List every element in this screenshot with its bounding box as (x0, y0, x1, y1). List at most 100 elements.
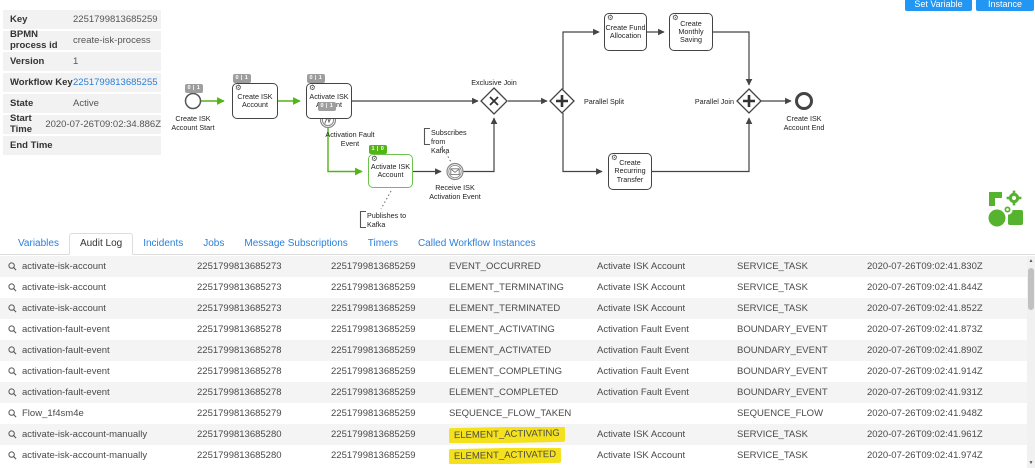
workflow-key-link[interactable]: 2251799813685255 (73, 76, 158, 88)
position-key-cell: 2251799813685278 (197, 366, 282, 377)
info-row: BPMN process id create-isk-process (3, 29, 161, 52)
element-type-cell: SERVICE_TASK (737, 303, 808, 314)
start-event-label: Create ISK Account Start (171, 114, 215, 132)
timestamp-cell: 2020-07-26T09:02:41.931Z (867, 387, 983, 398)
tab-timers[interactable]: Timers (367, 238, 398, 249)
event-type-cell: ELEMENT_ACTIVATING (449, 426, 565, 443)
info-value: 2020-07-26T09:02:34.886Z (45, 118, 161, 130)
message-icon (450, 168, 460, 176)
audit-log-row[interactable]: activate-isk-account 2251799813685273 22… (0, 298, 1027, 319)
task-create-recurring-transfer: ⚙ Create Recurring Transfer (608, 153, 652, 190)
audit-log-table: activate-isk-account 2251799813685273 22… (0, 256, 1027, 466)
element-name-cell: Activate ISK Account (597, 450, 686, 461)
element-name-cell: Activation Fault Event (597, 366, 689, 377)
service-task-icon: ⚙ (672, 13, 679, 22)
bpmn-diagram: 0 | 1 0 | 1 0 | 1 0 | 1 1 | 0 ⚙ Create I… (171, 13, 1023, 229)
audit-log-row[interactable]: activate-isk-account-manually 2251799813… (0, 424, 1027, 445)
info-label: Workflow Key (10, 76, 73, 88)
audit-log-row[interactable]: activation-fault-event 2251799813685278 … (0, 340, 1027, 361)
timestamp-cell: 2020-07-26T09:02:41.914Z (867, 366, 983, 377)
task-create-isk-account: ⚙ Create ISK Account (232, 83, 278, 119)
end-event-label: Create ISK Account End (783, 114, 825, 132)
tab-audit-log[interactable]: Audit Log (68, 233, 134, 255)
instance-info-table: Key 2251799813685259 BPMN process id cre… (3, 10, 161, 157)
timestamp-cell: 2020-07-26T09:02:41.852Z (867, 303, 983, 314)
audit-log-row[interactable]: activation-fault-event 2251799813685278 … (0, 361, 1027, 382)
timestamp-cell: 2020-07-26T09:02:41.948Z (867, 408, 983, 419)
tab-jobs[interactable]: Jobs (203, 238, 225, 249)
app-logo (988, 190, 1023, 227)
info-value: create-isk-process (73, 34, 151, 46)
tab-message-subscriptions[interactable]: Message Subscriptions (244, 238, 348, 249)
info-label: Version (10, 55, 45, 67)
exclusive-gateway-label: Exclusive Join (471, 78, 517, 87)
task-create-fund-allocation: ⚙ Create Fund Allocation (604, 13, 647, 51)
element-id-cell: Flow_1f4sm4e (22, 408, 84, 419)
instance-key-cell: 2251799813685259 (331, 387, 416, 398)
audit-log-row[interactable]: activation-fault-event 2251799813685278 … (0, 319, 1027, 340)
scrollbar-thumb[interactable] (1028, 268, 1034, 310)
parallel-gateway-plus-icons (556, 95, 755, 107)
info-row: End Time (3, 136, 161, 155)
token-badge-boundary: 0 | 1 (318, 102, 336, 111)
info-value: 1 (73, 55, 79, 67)
scroll-down-icon[interactable]: ▼ (1028, 460, 1034, 466)
position-key-cell: 2251799813685278 (197, 345, 282, 356)
audit-log-row[interactable]: Flow_1f4sm4e 2251799813685279 2251799813… (0, 403, 1027, 424)
annotation-subscribes: Subscribes from Kafka (431, 128, 467, 155)
element-type-cell: BOUNDARY_EVENT (737, 387, 828, 398)
tab-incidents[interactable]: Incidents (143, 238, 184, 249)
info-label: Start Time (10, 113, 33, 136)
event-type-cell: EVENT_OCCURRED (449, 261, 541, 272)
element-name-cell: Activate ISK Account (597, 303, 686, 314)
audit-log-row[interactable]: activate-isk-account-manually 2251799813… (0, 445, 1027, 466)
element-type-cell: SEQUENCE_FLOW (737, 408, 824, 419)
parallel-join-label: Parallel Join (694, 97, 734, 106)
taken-sequence-flows (201, 97, 363, 176)
detail-tabs: Variables Audit Log Incidents Jobs Message S… (0, 233, 1035, 255)
start-event (184, 92, 202, 110)
element-type-cell: SERVICE_TASK (737, 282, 808, 293)
element-name-cell: Activate ISK Account (597, 261, 686, 272)
timestamp-cell: 2020-07-26T09:02:41.844Z (867, 282, 983, 293)
element-id-cell: activation-fault-event (22, 345, 110, 356)
message-event-label: Receive ISK Activation Event (429, 183, 481, 201)
annotation-links (380, 145, 452, 210)
element-name-cell: Activation Fault Event (597, 387, 689, 398)
token-badge-activate: 0 | 1 (307, 74, 325, 83)
element-id-cell: activation-fault-event (22, 387, 110, 398)
table-scrollbar[interactable]: ▲ ▼ (1027, 256, 1035, 468)
scroll-up-icon[interactable]: ▲ (1028, 258, 1034, 264)
instance-key-cell: 2251799813685259 (331, 261, 416, 272)
search-icon (8, 409, 17, 418)
timestamp-cell: 2020-07-26T09:02:41.873Z (867, 324, 983, 335)
event-type-cell: ELEMENT_ACTIVATED (449, 447, 562, 464)
tab-variables[interactable]: Variables (18, 238, 59, 249)
search-icon (8, 304, 17, 313)
element-id-cell: activate-isk-account (22, 282, 106, 293)
tab-called-workflow-instances[interactable]: Called Workflow Instances (417, 238, 536, 249)
element-type-cell: SERVICE_TASK (737, 429, 808, 440)
service-task-icon: ⚙ (235, 83, 242, 92)
instance-key-cell: 2251799813685259 (331, 429, 416, 440)
token-badge-start: 0 | 1 (185, 84, 203, 93)
set-variable-button[interactable]: Set Variable (905, 0, 972, 11)
cancel-instance-button[interactable]: Cancel Instance (976, 0, 1034, 11)
timestamp-cell: 2020-07-26T09:02:41.830Z (867, 261, 983, 272)
event-type-cell: ELEMENT_COMPLETED (449, 387, 559, 398)
position-key-cell: 2251799813685273 (197, 282, 282, 293)
info-value: 2251799813685259 (73, 13, 158, 25)
audit-log-row[interactable]: activation-fault-event 2251799813685278 … (0, 382, 1027, 403)
element-id-cell: activate-isk-account (22, 303, 106, 314)
message-catch-event (446, 162, 464, 181)
info-label: BPMN process id (10, 29, 58, 52)
audit-log-row[interactable]: activate-isk-account 2251799813685273 22… (0, 256, 1027, 277)
event-type-cell: ELEMENT_COMPLETING (449, 366, 562, 377)
info-row: State Active (3, 94, 161, 113)
bpmn-edges (184, 28, 813, 229)
search-icon (8, 367, 17, 376)
position-key-cell: 2251799813685278 (197, 387, 282, 398)
timestamp-cell: 2020-07-26T09:02:41.961Z (867, 429, 983, 440)
audit-log-row[interactable]: activate-isk-account 2251799813685273 22… (0, 277, 1027, 298)
